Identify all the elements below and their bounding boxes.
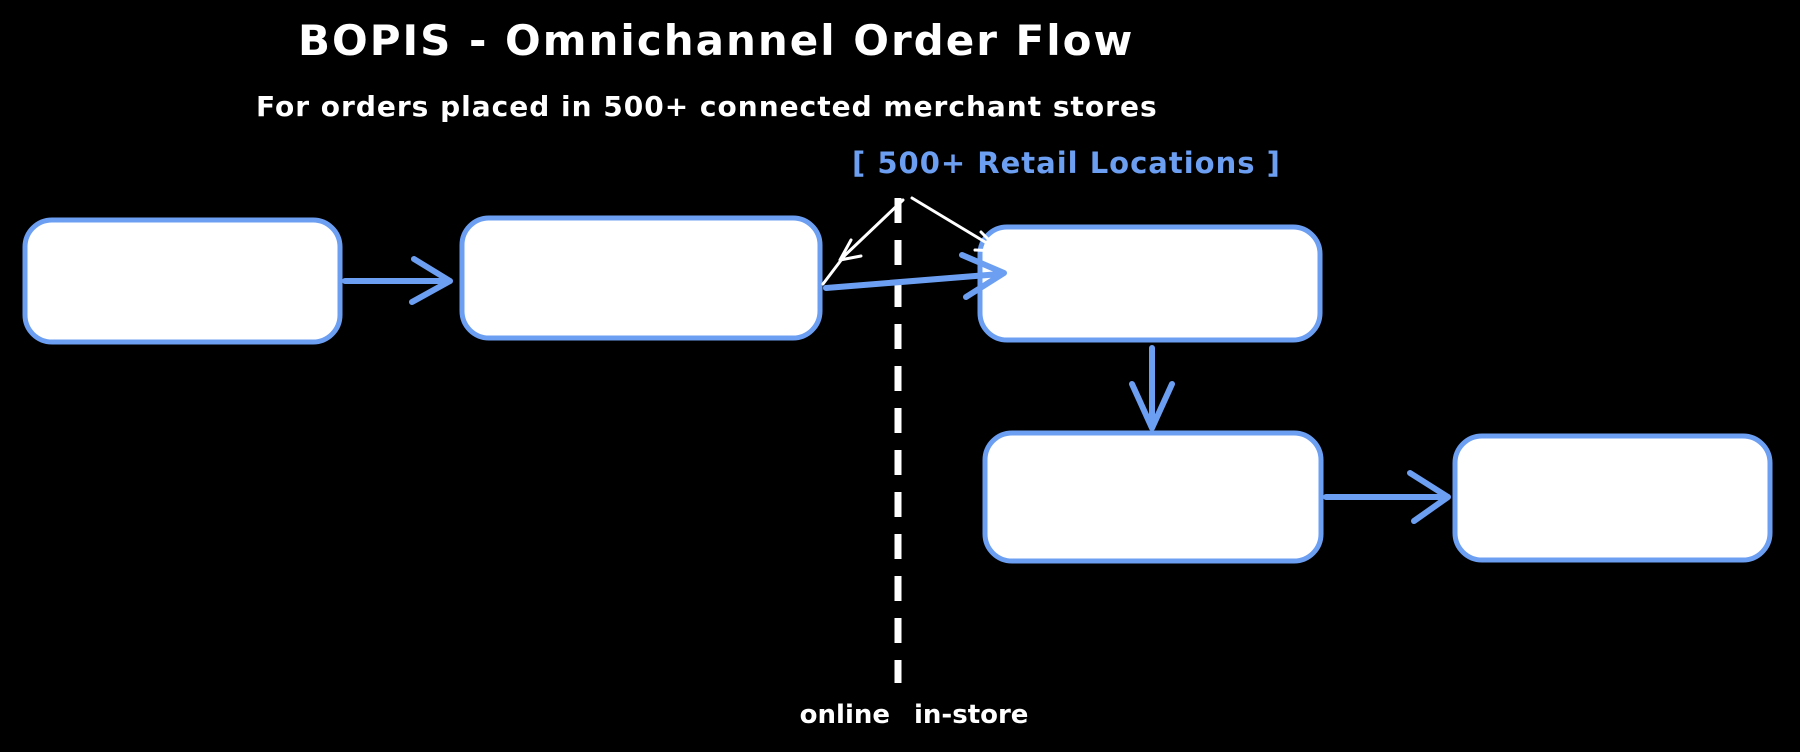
retail-locations-label: [ 500+ Retail Locations ]	[852, 146, 1281, 180]
flow-node-5	[1452, 433, 1773, 563]
flow-node-4	[982, 430, 1324, 564]
flow-node-3-label	[980, 227, 1320, 340]
flow-node-2	[459, 215, 823, 341]
divider-label-instore: in-store	[914, 700, 1029, 730]
flow-node-5-label	[1455, 436, 1770, 560]
page-subtitle: For orders placed in 500+ connected merc…	[256, 90, 1158, 123]
flow-node-1	[22, 217, 343, 345]
flow-node-2-label	[462, 218, 820, 338]
annotation-arrow-right	[910, 196, 1002, 253]
arrow-node1-node2	[342, 256, 453, 305]
arrow-node4-node5	[1323, 470, 1451, 524]
annotation-arrow-left	[838, 198, 905, 262]
page-title: BOPIS - Omnichannel Order Flow	[298, 16, 1135, 65]
divider-label-online: online	[799, 700, 890, 730]
annotation-arrow-left-tail	[821, 253, 847, 286]
flow-node-3	[977, 224, 1323, 343]
flow-node-1-label	[25, 220, 340, 342]
arrow-node3-node4	[1129, 345, 1175, 431]
arrow-node2-node3	[823, 252, 1007, 300]
flow-node-4-label	[985, 433, 1321, 561]
